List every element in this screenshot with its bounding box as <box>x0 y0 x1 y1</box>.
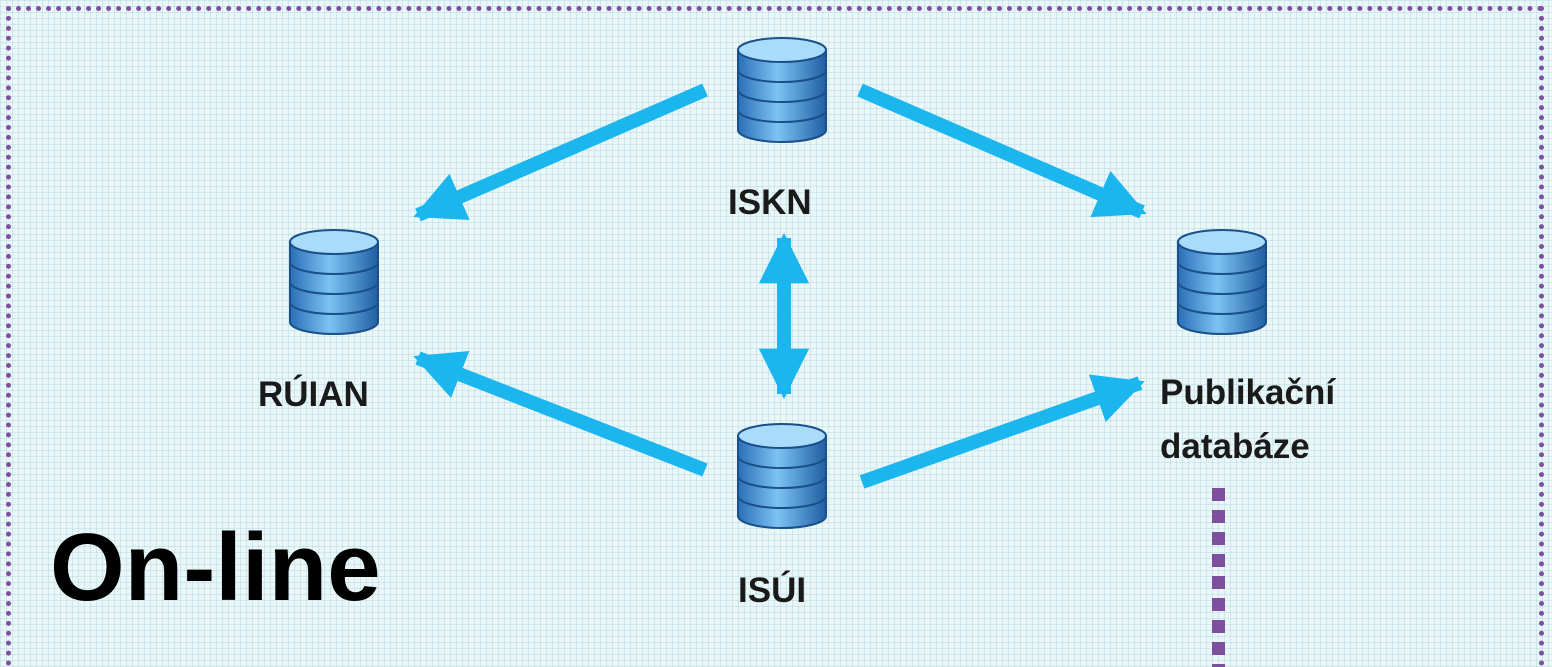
database-icon <box>737 423 827 529</box>
database-icon <box>1177 229 1267 335</box>
node-label-ruian: RÚIAN <box>258 375 369 414</box>
dotted-connector <box>1212 488 1225 667</box>
node-label-databaze: databáze <box>1160 427 1310 466</box>
database-icon <box>289 229 379 335</box>
node-label-iskn: ISKN <box>728 183 812 222</box>
arrow-iskn-to-ruian <box>413 83 708 222</box>
dotted-frame <box>6 6 1544 667</box>
arrow-isui-to-publikacni-databaze <box>859 374 1145 489</box>
arrow-iskn-to-publikacni-databaze <box>857 83 1147 219</box>
node-label-publikacni: Publikační <box>1160 373 1336 412</box>
node-label-isui: ISÚI <box>738 571 807 610</box>
database-icon <box>737 37 827 143</box>
arrow-isui-to-ruian <box>413 351 708 477</box>
page-title: On-line <box>50 514 381 621</box>
